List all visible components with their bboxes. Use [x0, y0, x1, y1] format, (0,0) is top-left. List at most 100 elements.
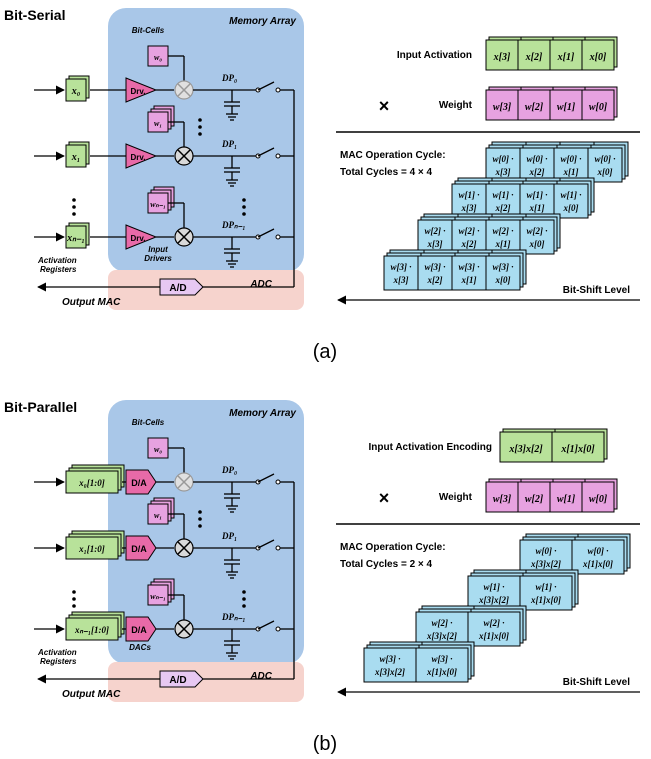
adc-band	[108, 270, 304, 310]
box-layer	[581, 89, 615, 121]
dot-product-label: DPₙ₋₁	[221, 220, 245, 230]
activation-registers-label: Activation	[37, 648, 77, 657]
input-drivers-label: Input	[148, 245, 168, 254]
weight-bit-cell	[549, 478, 586, 513]
mac-cell-activation: x[0]	[563, 203, 579, 213]
mac-cell-activation: x[3]x[2]	[374, 667, 405, 677]
box-layer	[553, 147, 589, 183]
activation-registers-label: Registers	[40, 265, 77, 274]
ellipsis-dot	[242, 198, 246, 202]
weight-cell-label: w₀	[154, 53, 162, 62]
mac-cell-weight: w[2] ·	[484, 618, 505, 628]
mac-cell-weight: w[1] ·	[484, 582, 505, 592]
ad-converter-box	[159, 670, 204, 688]
box-layer	[485, 39, 519, 71]
box-layer	[587, 147, 623, 183]
mac-cell-activation: x[1]	[529, 203, 545, 213]
mac-cell	[485, 249, 527, 291]
dot-product-label: DPₙ₋₁	[221, 612, 245, 622]
activation-register-label: x₀[1:0]	[78, 478, 105, 488]
multiplier-cross	[177, 475, 191, 489]
mac-cell-weight: w[2] ·	[527, 226, 548, 236]
dot-product-capacitor	[224, 156, 240, 187]
box-layer	[451, 255, 487, 291]
adc-label: ADC	[249, 671, 272, 682]
box-layer	[581, 39, 615, 71]
weight-bit-cell	[517, 478, 554, 513]
memory-array-label: Memory Array	[229, 16, 296, 27]
mac-cell-weight: w[0] ·	[493, 154, 514, 164]
ellipsis-dot	[198, 125, 202, 129]
output-mac-label: Output MAC	[62, 689, 121, 700]
activation-bit-label: x[3]x[2]	[508, 444, 543, 455]
weight-cell-label: w₁	[154, 119, 162, 128]
switch-blade	[257, 620, 275, 630]
mac-cell-activation: x[3]	[495, 167, 511, 177]
dac-box	[125, 616, 157, 642]
box-layer	[485, 183, 521, 219]
mac-cell-weight: w[3] ·	[391, 262, 412, 272]
switch-blade	[257, 147, 275, 157]
mac-cell-weight: w[3] ·	[380, 654, 401, 664]
multiplier-cross	[177, 541, 191, 555]
mac-cell	[363, 641, 423, 683]
weight-bit-cell	[147, 105, 175, 133]
box-layer	[549, 39, 583, 71]
weight-cell-label: wₙ₋₁	[150, 592, 166, 601]
weight-bit-label: w[2]	[525, 494, 544, 505]
box-layer	[417, 219, 453, 255]
mac-cycle-label: Total Cycles = 2 × 4	[340, 559, 433, 570]
activation-registers-label: Activation	[37, 256, 77, 265]
weight-bit-cell	[517, 86, 554, 121]
mac-cell-activation: x[1]	[495, 239, 511, 249]
mac-cell-activation: x[2]	[529, 167, 545, 177]
weight-cell-label: w₀	[154, 445, 162, 454]
switch-node	[275, 234, 281, 240]
ellipsis-dot	[72, 205, 76, 209]
mac-cell-activation: x[3]	[461, 203, 477, 213]
activation-bit-cell	[581, 36, 618, 71]
mac-cell	[587, 141, 629, 183]
mac-cell-weight: w[0] ·	[536, 546, 557, 556]
weight-bit-cell	[581, 478, 618, 513]
mac-cell-weight: w[1] ·	[527, 190, 548, 200]
mac-cell-activation: x[2]	[427, 275, 443, 285]
dac-label: D/A	[131, 625, 147, 635]
bit-shift-label: Bit-Shift Level	[563, 285, 630, 296]
activation-bit-cell	[551, 428, 608, 463]
weight-bit-cell	[147, 578, 175, 606]
ad-converter-label: A/D	[169, 675, 186, 686]
mac-cell-weight: w[3] ·	[459, 262, 480, 272]
mac-cycle-label: Total Cycles = 4 × 4	[340, 167, 433, 178]
mac-cell-weight: w[3] ·	[425, 262, 446, 272]
activation-register	[65, 611, 125, 641]
input-activation-label: Input Activation Encoding	[368, 442, 492, 453]
driver-label: Drv.	[131, 234, 146, 243]
ellipsis-dot	[242, 597, 246, 601]
ellipsis-dot	[198, 510, 202, 514]
dot-product-label: DP₀	[221, 73, 237, 83]
weight-label: Weight	[439, 492, 473, 503]
mac-cell-weight: w[2] ·	[459, 226, 480, 236]
mac-cell-activation: x[3]x[2]	[426, 631, 457, 641]
mac-cell-activation: x[3]	[393, 275, 409, 285]
mac-cell-weight: w[3] ·	[493, 262, 514, 272]
weight-bit-label: w[0]	[589, 494, 608, 505]
weight-bit-label: w[2]	[525, 102, 544, 113]
mac-cell-weight: w[2] ·	[425, 226, 446, 236]
mac-cell	[519, 141, 561, 183]
mac-cell-weight: w[3] ·	[432, 654, 453, 664]
weight-bit-label: w[1]	[557, 494, 576, 505]
dac-label: D/A	[131, 544, 147, 554]
mac-cell-activation: x[1]x[0]	[478, 631, 509, 641]
mac-cell	[415, 605, 475, 647]
box-layer	[65, 617, 119, 641]
weight-cell-label: w₁	[154, 511, 162, 520]
activation-register-label: xₙ₋₁	[66, 233, 85, 244]
ellipsis-dot	[242, 212, 246, 216]
mac-cell-weight: w[0] ·	[595, 154, 616, 164]
box-layer	[467, 575, 521, 611]
